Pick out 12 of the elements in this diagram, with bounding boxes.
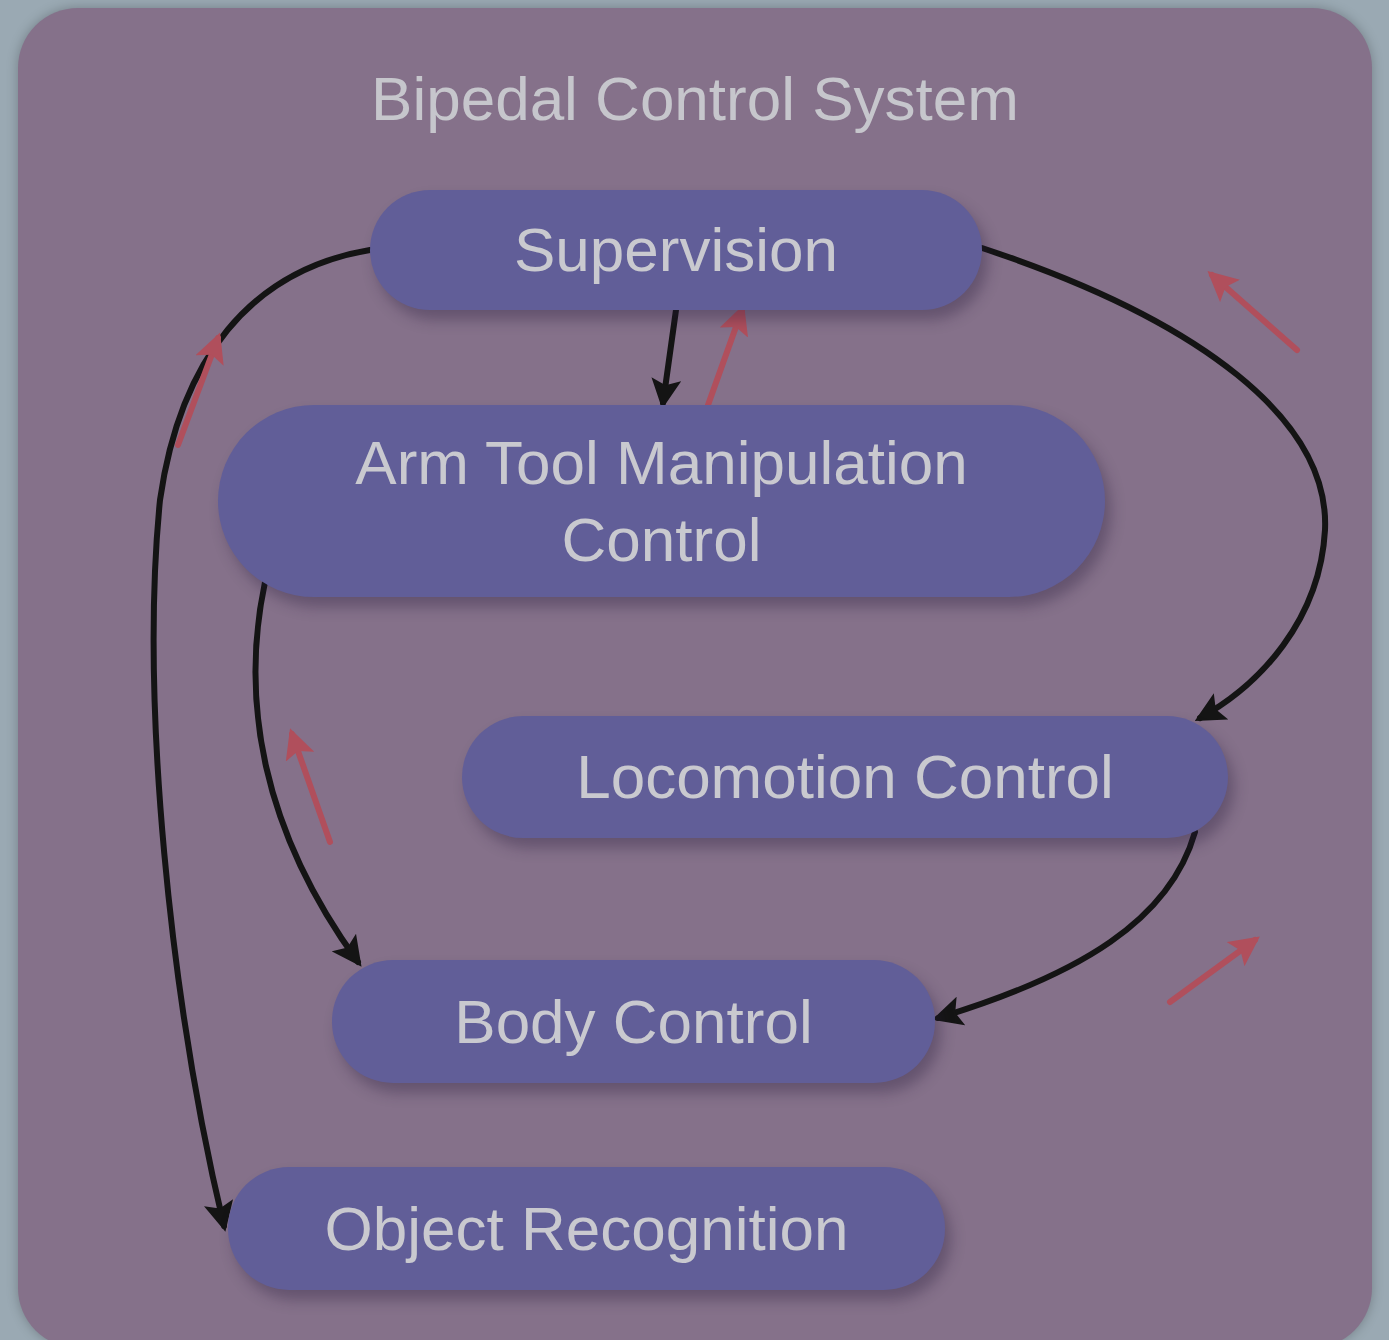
node-label: Locomotion Control xyxy=(576,741,1114,814)
node-label: Supervision xyxy=(514,214,838,287)
process-pill xyxy=(462,716,1228,838)
process-pill xyxy=(370,190,982,310)
system-container xyxy=(18,8,1372,1340)
process-pill xyxy=(332,960,935,1083)
node-label: Arm Tool Manipulation Control xyxy=(354,426,969,576)
node-label: Body Control xyxy=(454,985,813,1058)
process-pill xyxy=(228,1167,945,1290)
container-title: Bipedal Control System xyxy=(370,63,1020,134)
node-label: Object Recognition xyxy=(324,1192,849,1265)
process-pill xyxy=(218,405,1105,597)
